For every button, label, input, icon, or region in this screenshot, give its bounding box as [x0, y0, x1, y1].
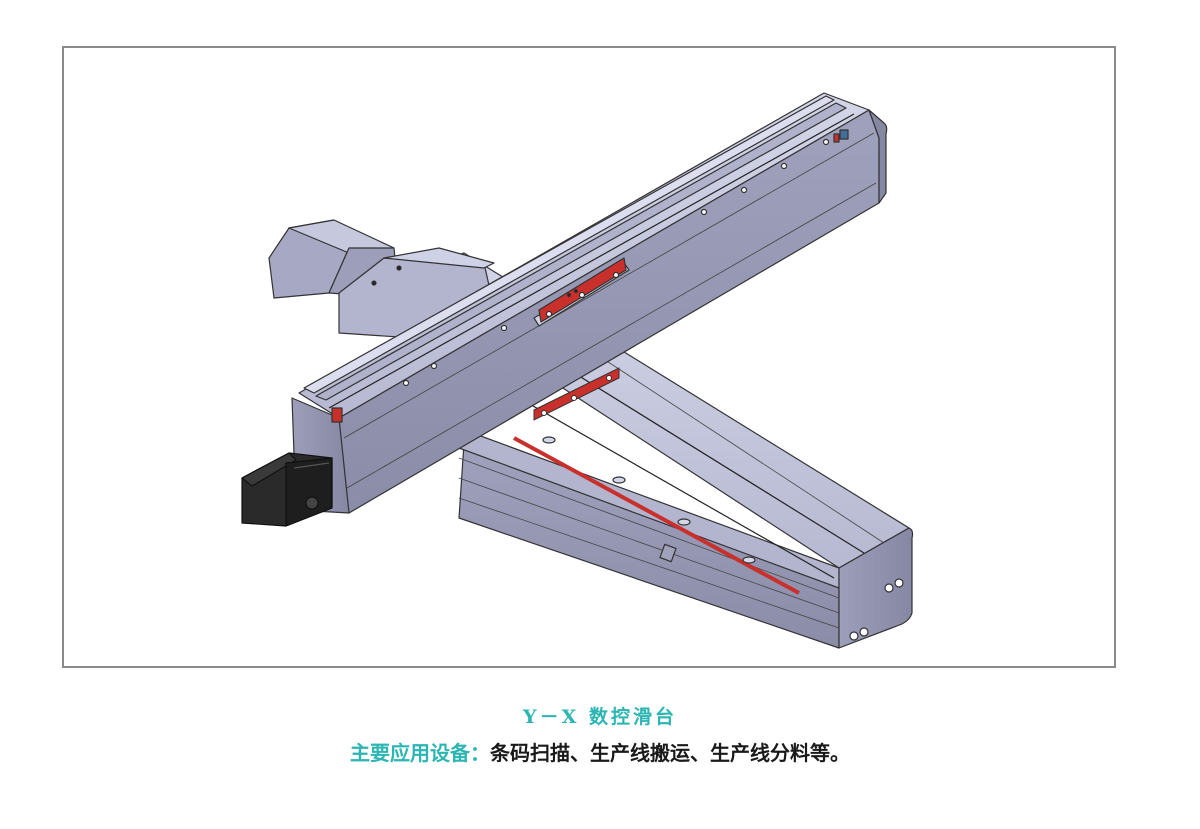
product-image-frame — [62, 46, 1116, 668]
stepper-motor-y — [268, 219, 495, 339]
lower-carriage — [533, 367, 620, 421]
applications-value: 条码扫描、生产线搬运、生产线分料等。 — [490, 741, 850, 765]
xy-stage-illustration — [241, 92, 914, 649]
stepper-motor-x — [241, 452, 333, 527]
y-axis-rail — [291, 92, 888, 514]
product-title: Y－X 数控滑台 — [523, 706, 677, 728]
applications-line: 主要应用设备：条码扫描、生产线搬运、生产线分料等。 — [0, 737, 1200, 766]
applications-label: 主要应用设备： — [350, 741, 490, 765]
